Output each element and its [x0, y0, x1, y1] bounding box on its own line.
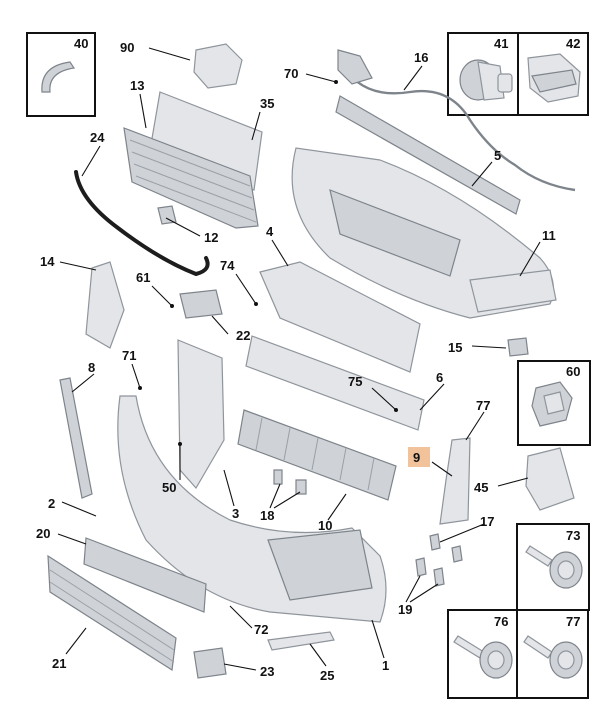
bracket-23-part: [193, 647, 227, 679]
screw-73-part: [525, 545, 583, 589]
connector-22-part: [179, 289, 223, 319]
wheel-arch-trim-part: [41, 61, 76, 93]
label-17: 17: [480, 514, 494, 529]
label-45: 45: [474, 480, 488, 495]
label-20: 20: [36, 526, 50, 541]
inset-box-60: [517, 360, 591, 446]
label-13: 13: [130, 78, 144, 93]
label-6: 6: [436, 370, 443, 385]
undertray-part: [259, 261, 421, 373]
label-90: 90: [120, 40, 134, 55]
lower-grille-part: [47, 554, 177, 672]
fog-cover-part: [469, 269, 557, 313]
radiator-grille-part: [123, 127, 259, 229]
highlight-marker-9: [408, 447, 430, 467]
plate-45-part: [525, 447, 575, 511]
label-12: 12: [204, 230, 218, 245]
label-18: 18: [260, 508, 274, 523]
label-22: 22: [236, 328, 250, 343]
retainer-clip-60-part: [531, 381, 573, 427]
connector-block-part: [193, 43, 243, 89]
side-strip-part: [59, 377, 93, 499]
label-70: 70: [284, 66, 298, 81]
label-72: 72: [254, 622, 268, 637]
label-25: 25: [320, 668, 334, 683]
inset-box-73-76-77: [447, 523, 590, 699]
clip-18-part: [273, 469, 307, 495]
label-4: 4: [266, 224, 274, 239]
side-deflector-part: [177, 339, 225, 490]
label-42: 42: [566, 36, 580, 51]
parts-artwork: [47, 43, 576, 679]
push-rivet-part: [459, 59, 513, 101]
label-14: 14: [40, 254, 55, 269]
label-10: 10: [318, 518, 332, 533]
lower-trim-part: [83, 537, 207, 613]
label-5: 5: [494, 148, 501, 163]
inset-box-41-42: [447, 32, 589, 116]
label-40: 40: [74, 36, 88, 51]
label-71: 71: [122, 348, 136, 363]
label-61: 61: [136, 270, 150, 285]
energy-absorber-part: [237, 409, 397, 501]
label-23: 23: [260, 664, 274, 679]
label-50: 50: [162, 480, 176, 495]
label-76: 76: [494, 614, 508, 629]
label-9: 9: [413, 450, 420, 465]
wiring-harness-part: [338, 59, 576, 192]
grille-frame-part: [74, 170, 210, 276]
bumper-cover-lower-part: [117, 395, 387, 623]
label-74: 74: [220, 258, 235, 273]
part-labels: 40 90 70 16 41 42 13 35 24 5 12 4 11 14 …: [36, 36, 580, 683]
label-60: 60: [566, 364, 580, 379]
impact-beam-part: [245, 335, 425, 431]
inset-box-40: [26, 32, 96, 117]
side-bracket-14-part: [85, 261, 125, 349]
tow-cap-part: [507, 337, 529, 357]
label-77-upper: 77: [476, 398, 490, 413]
label-75: 75: [348, 374, 362, 389]
label-15: 15: [448, 340, 462, 355]
clip-17-part: [429, 533, 463, 563]
clip-19-part: [415, 557, 445, 587]
clip-12-part: [157, 205, 177, 225]
screw-77-part: [523, 635, 583, 679]
label-19: 19: [398, 602, 412, 617]
retaining-clip-part: [527, 53, 581, 103]
label-73: 73: [566, 528, 580, 543]
label-77-lower: 77: [566, 614, 580, 629]
label-41: 41: [494, 36, 508, 51]
trim-strip-25-part: [267, 631, 335, 651]
label-1: 1: [382, 658, 389, 673]
label-11: 11: [542, 228, 556, 243]
screw-76-part: [453, 635, 513, 679]
label-21: 21: [52, 656, 66, 671]
label-24: 24: [90, 130, 105, 145]
label-35: 35: [260, 96, 274, 111]
label-2: 2: [48, 496, 55, 511]
label-8: 8: [88, 360, 95, 375]
label-16: 16: [414, 50, 428, 65]
leader-lines: [57, 47, 541, 671]
upper-panel-part: [149, 91, 263, 191]
side-bracket-9-part: [439, 437, 471, 525]
bumper-cover-upper-part: [291, 95, 554, 319]
label-3: 3: [232, 506, 239, 521]
